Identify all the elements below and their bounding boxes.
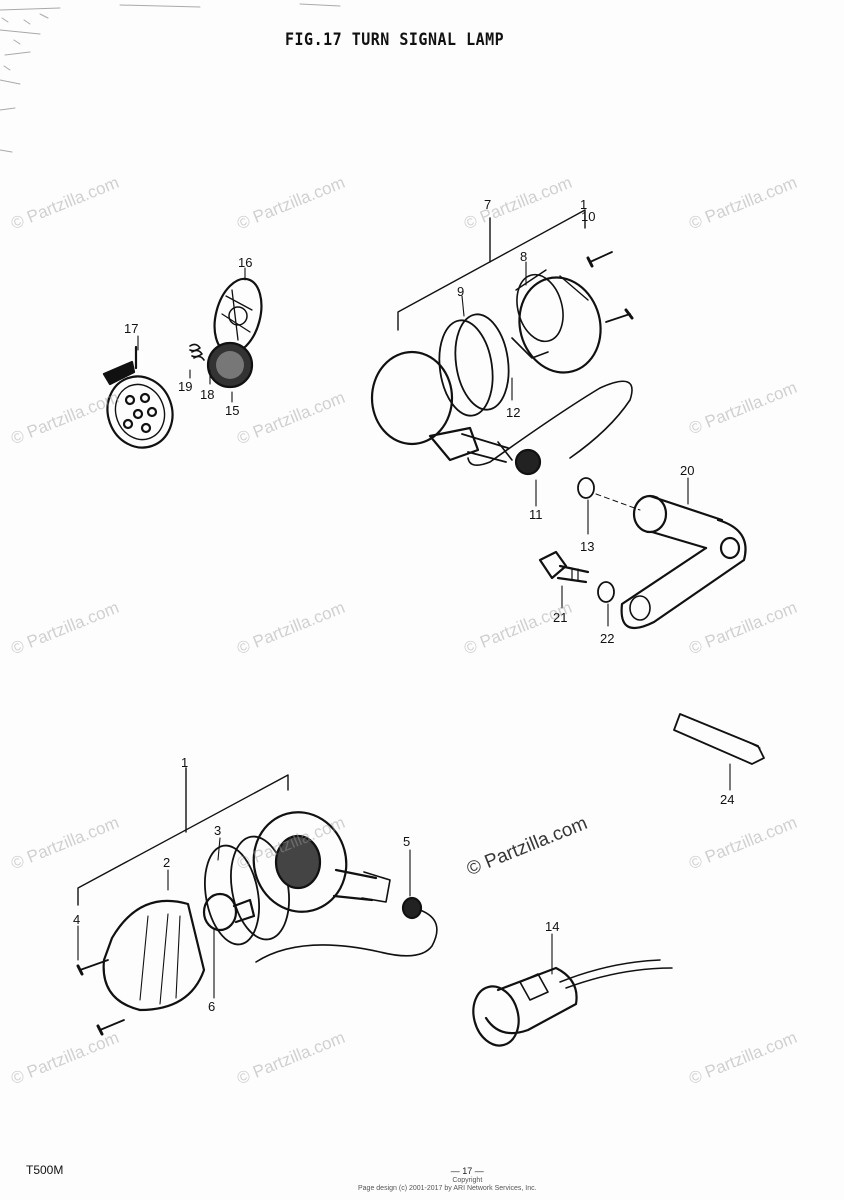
callout-15: 15 — [225, 403, 240, 418]
group-bracket-1 — [77, 767, 289, 906]
part-6-bulb — [202, 892, 256, 932]
leader-lines — [77, 261, 731, 999]
page-footer: — 17 — Copyright Page design (c) 2001-20… — [358, 1166, 537, 1194]
callout-4: 4 — [73, 912, 81, 927]
callout-8: 8 — [520, 249, 528, 264]
scan-noise — [0, 3, 341, 153]
part-10-screws — [586, 251, 634, 323]
callout-18: 18 — [200, 387, 215, 402]
part-21-bolt — [538, 550, 590, 584]
figure-title: FIG.17 TURN SIGNAL LAMP — [285, 28, 505, 50]
callout-1-lower: 1 — [181, 755, 189, 770]
callout-11: 11 — [529, 507, 543, 522]
part-8-housing — [511, 269, 602, 374]
part-14-flasher-relay — [472, 959, 673, 1047]
part-17-reflector — [102, 345, 174, 449]
upper-lamp-wire — [467, 380, 633, 466]
callout-14: 14 — [545, 919, 560, 934]
part-9-gasket — [438, 313, 510, 417]
part-20-stay — [620, 494, 747, 630]
part-24-key — [673, 713, 765, 765]
callout-19: 19 — [178, 379, 193, 394]
callout-10: 10 — [581, 209, 596, 224]
part-13-washer — [577, 477, 595, 499]
part-15-reflector-disk — [206, 341, 254, 389]
lower-housing — [252, 811, 391, 913]
callout-20: 20 — [680, 463, 695, 478]
callout-9: 9 — [457, 284, 465, 299]
part-11-nut — [514, 448, 542, 476]
callout-24: 24 — [720, 792, 735, 807]
callout-12: 12 — [506, 405, 521, 420]
callout-3: 3 — [214, 823, 222, 838]
part-19-spring — [189, 343, 205, 361]
model-code: T500M — [26, 1163, 64, 1177]
callout-2: 2 — [163, 855, 171, 870]
page-number: — 17 — — [450, 1166, 484, 1176]
part-2-lens — [102, 899, 206, 1012]
part-4-screws — [76, 959, 125, 1036]
callout-17: 17 — [124, 321, 139, 336]
callout-22: 22 — [600, 631, 615, 646]
part-5-grommet — [255, 896, 438, 963]
callout-13: 13 — [580, 539, 595, 554]
callout-5: 5 — [403, 834, 411, 849]
part-22-washer — [597, 581, 615, 603]
upper-lens-globe — [370, 350, 513, 463]
callout-16: 16 — [238, 255, 253, 270]
callout-21: 21 — [553, 610, 568, 625]
callout-6: 6 — [208, 999, 216, 1014]
callout-1-upper: 1 — [580, 197, 588, 212]
copyright-line-2: Page design (c) 2001-2017 by ARI Network… — [358, 1185, 537, 1193]
group-bracket-7 — [397, 209, 586, 331]
copyright-line-1: Copyright — [452, 1176, 483, 1184]
callout-7: 7 — [484, 197, 492, 212]
centerline — [595, 493, 641, 511]
